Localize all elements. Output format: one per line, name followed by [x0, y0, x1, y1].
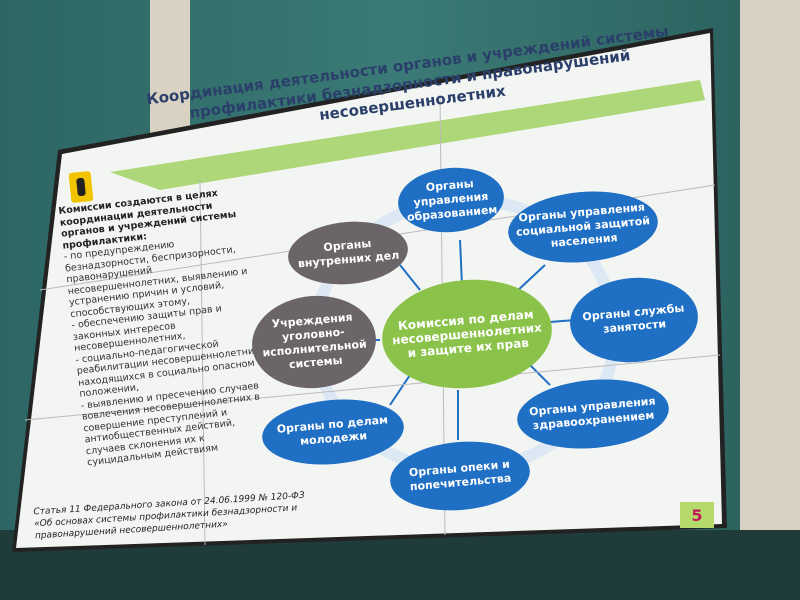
purpose-text: Комиссии создаются в целях координации д…: [58, 184, 279, 469]
page-number: 5: [680, 502, 714, 528]
yaroslavl-coat-of-arms-logo: [68, 170, 94, 204]
wall-pillar: [740, 0, 800, 600]
